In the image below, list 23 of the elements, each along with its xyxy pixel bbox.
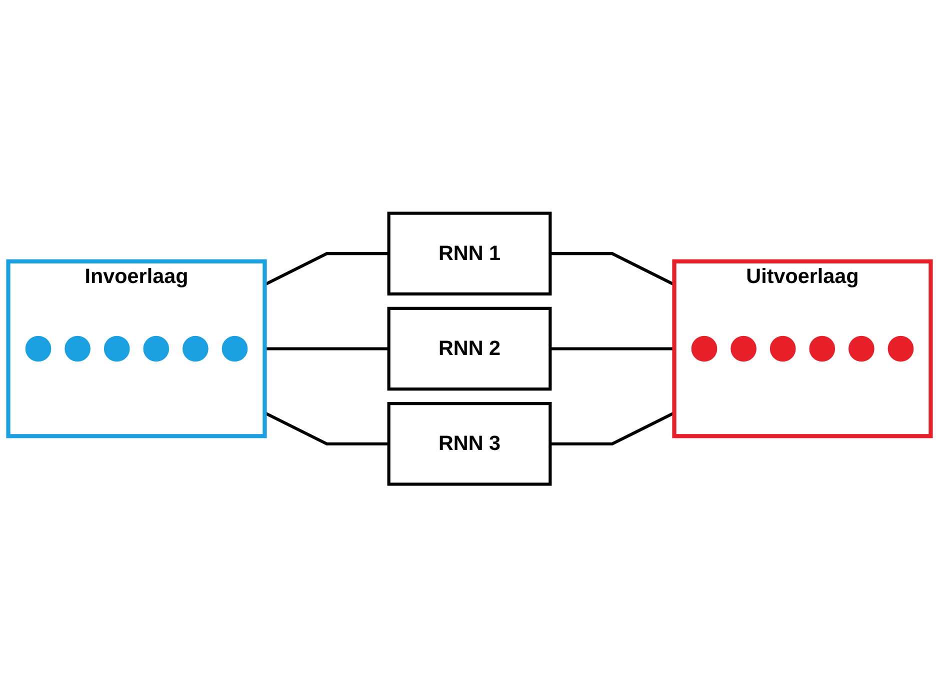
node-circle: [809, 336, 836, 362]
connector: [550, 252, 675, 286]
node-circle: [888, 336, 914, 362]
node-circle: [182, 336, 208, 362]
cluster: Invoerlaag: [6, 260, 267, 438]
node-circle: [222, 336, 248, 362]
node-box: RNN 3: [387, 402, 552, 486]
connector: [264, 252, 389, 286]
node-circle: [104, 336, 130, 362]
node-circle: [730, 336, 756, 362]
node-circle: [64, 336, 90, 362]
node-circle: [770, 336, 796, 362]
node-circle: [143, 336, 170, 362]
connector: [264, 412, 389, 446]
connector: [264, 347, 389, 351]
node-circle: [848, 336, 874, 362]
connector: [550, 347, 674, 351]
node-box: RNN 1: [387, 212, 552, 296]
connector: [550, 412, 675, 446]
cluster: Uitvoerlaag: [672, 260, 933, 438]
node-box: RNN 2: [387, 307, 552, 391]
node-circle: [691, 336, 718, 362]
node-circle: [25, 336, 52, 362]
